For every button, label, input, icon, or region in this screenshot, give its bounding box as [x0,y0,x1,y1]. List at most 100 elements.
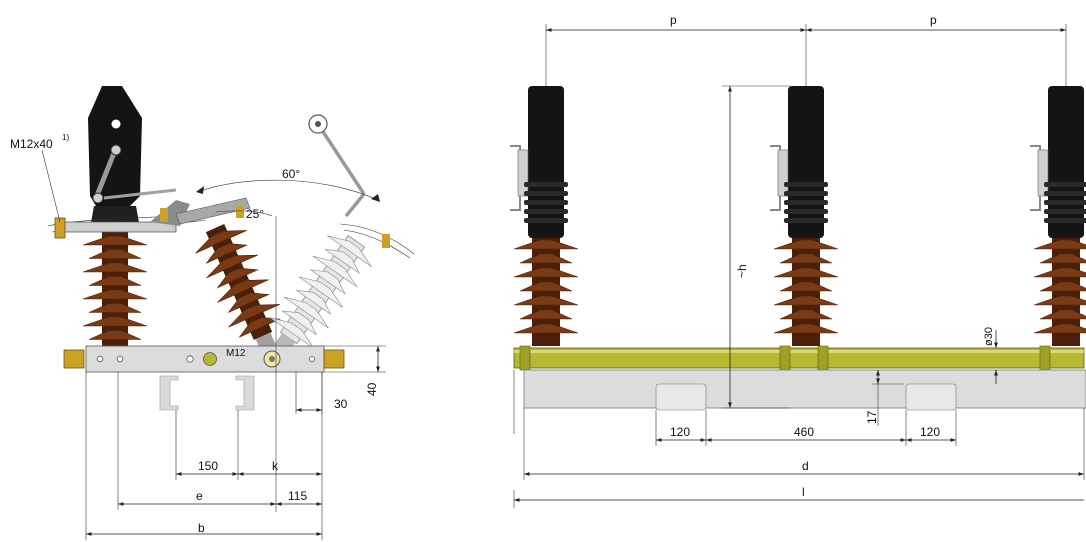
insulator-shed [513,267,579,278]
insulator-shed [82,289,148,300]
bolt-icon [54,217,66,239]
insulator-shed [269,317,315,349]
bushing-rib [1044,182,1086,187]
insulator-shed [773,295,839,306]
dim-l-label: l [802,485,805,499]
bushing-rib [524,209,568,214]
pole-right [1030,86,1086,346]
pole-left [510,86,579,346]
dim-phi30-label: ø30 [983,327,995,346]
insulator-shed [513,239,579,250]
dim-p-left-label: p [670,13,677,27]
insulator-shed [1033,267,1086,278]
insulator-shed [1033,323,1086,334]
insulator-shed [82,316,148,327]
dim-150-label: 150 [198,459,218,473]
insulator-shed [312,255,358,288]
dim-h-label: ~h [735,264,749,278]
dim-b-label: b [198,521,205,535]
dim-40-label: 40 [365,382,379,396]
white-insulator [269,235,372,361]
insulator-shed [519,309,573,320]
insulator-shed [773,267,839,278]
insulator-shed [1039,309,1086,320]
insulator-shed [206,254,258,279]
insulator-shed [779,281,833,292]
left-black-bushing [88,86,177,228]
right-base-frame [523,369,1086,411]
insulator-shed [281,310,317,336]
insulator-shed [1033,295,1086,306]
bushing-rib [784,200,828,205]
insulator-shed [1039,253,1086,264]
bushing-rib [524,218,568,223]
insulator-shed [216,267,259,289]
insulator-shed [513,323,579,334]
pole-middle [770,86,839,346]
bushing-rib [784,182,828,187]
dim-e-label: e [196,489,203,503]
insulator-shed [773,323,839,334]
insulator-shed [88,276,142,286]
insulator-shed [82,262,148,273]
insulator-shed [227,292,270,314]
dim-17-label: 17 [865,410,879,424]
insulator-shed [238,317,281,338]
bolt-icon [63,349,345,369]
bushing-rib [524,191,568,196]
insulator-shed [217,279,269,303]
dim-k-label: k [272,459,279,473]
dim-120-left-label: 120 [670,425,690,439]
left-view: M12x40 1) 60° [10,86,415,540]
bolt-icon [160,206,390,248]
tilted-brown-insulator [195,224,281,360]
callout-footnote: 1) [62,133,69,142]
dim-115-label: 115 [288,489,307,503]
dim-30-label: 30 [334,397,348,411]
insulator-shed [205,243,248,264]
insulator-shed [228,304,280,328]
angle-60-label: 60° [282,167,300,181]
insulator-shed [327,235,372,267]
insulator-shed [324,249,360,274]
insulator-shed [1039,281,1086,292]
dim-p-right-label: p [930,13,937,27]
insulator-shed [88,249,142,259]
callout-label: M12x40 [10,137,53,151]
bushing-rib [1044,200,1086,205]
bushing-rib [524,182,568,187]
right-view: p p [510,13,1086,508]
bushing-rib [1044,218,1086,223]
insulator-shed [519,253,573,264]
insulator-shed [310,269,346,295]
insulator-shed [1033,239,1086,250]
insulator-shed [773,239,839,250]
insulator-shed [779,309,833,320]
operating-shaft [513,345,1085,371]
angle-25-label: 25° [246,207,264,221]
left-brown-insulator [82,228,148,346]
insulator-shed [296,290,332,315]
dim-d-label: d [802,459,809,473]
insulator-shed [298,276,344,308]
insulator-shed [195,230,247,254]
bushing-rib [1044,191,1086,196]
insulator-shed [519,281,573,292]
bushing-rib [524,200,568,205]
dim-460-label: 460 [794,425,814,439]
insulator-shed [88,330,142,340]
insulator-shed [82,235,148,246]
insulator-shed [779,253,833,264]
insulator-shed [284,296,329,329]
insulator-shed [513,295,579,306]
bushing-rib [1044,209,1086,214]
bushing-rib [784,218,828,223]
operating-handle [308,114,366,218]
dim-120-right-label: 120 [920,425,940,439]
bolt-label: M12 [226,348,246,359]
bushing-rib [784,191,828,196]
bushing-rib [784,209,828,214]
insulator-shed [88,303,142,313]
left-base-frame: M12 [85,345,325,373]
